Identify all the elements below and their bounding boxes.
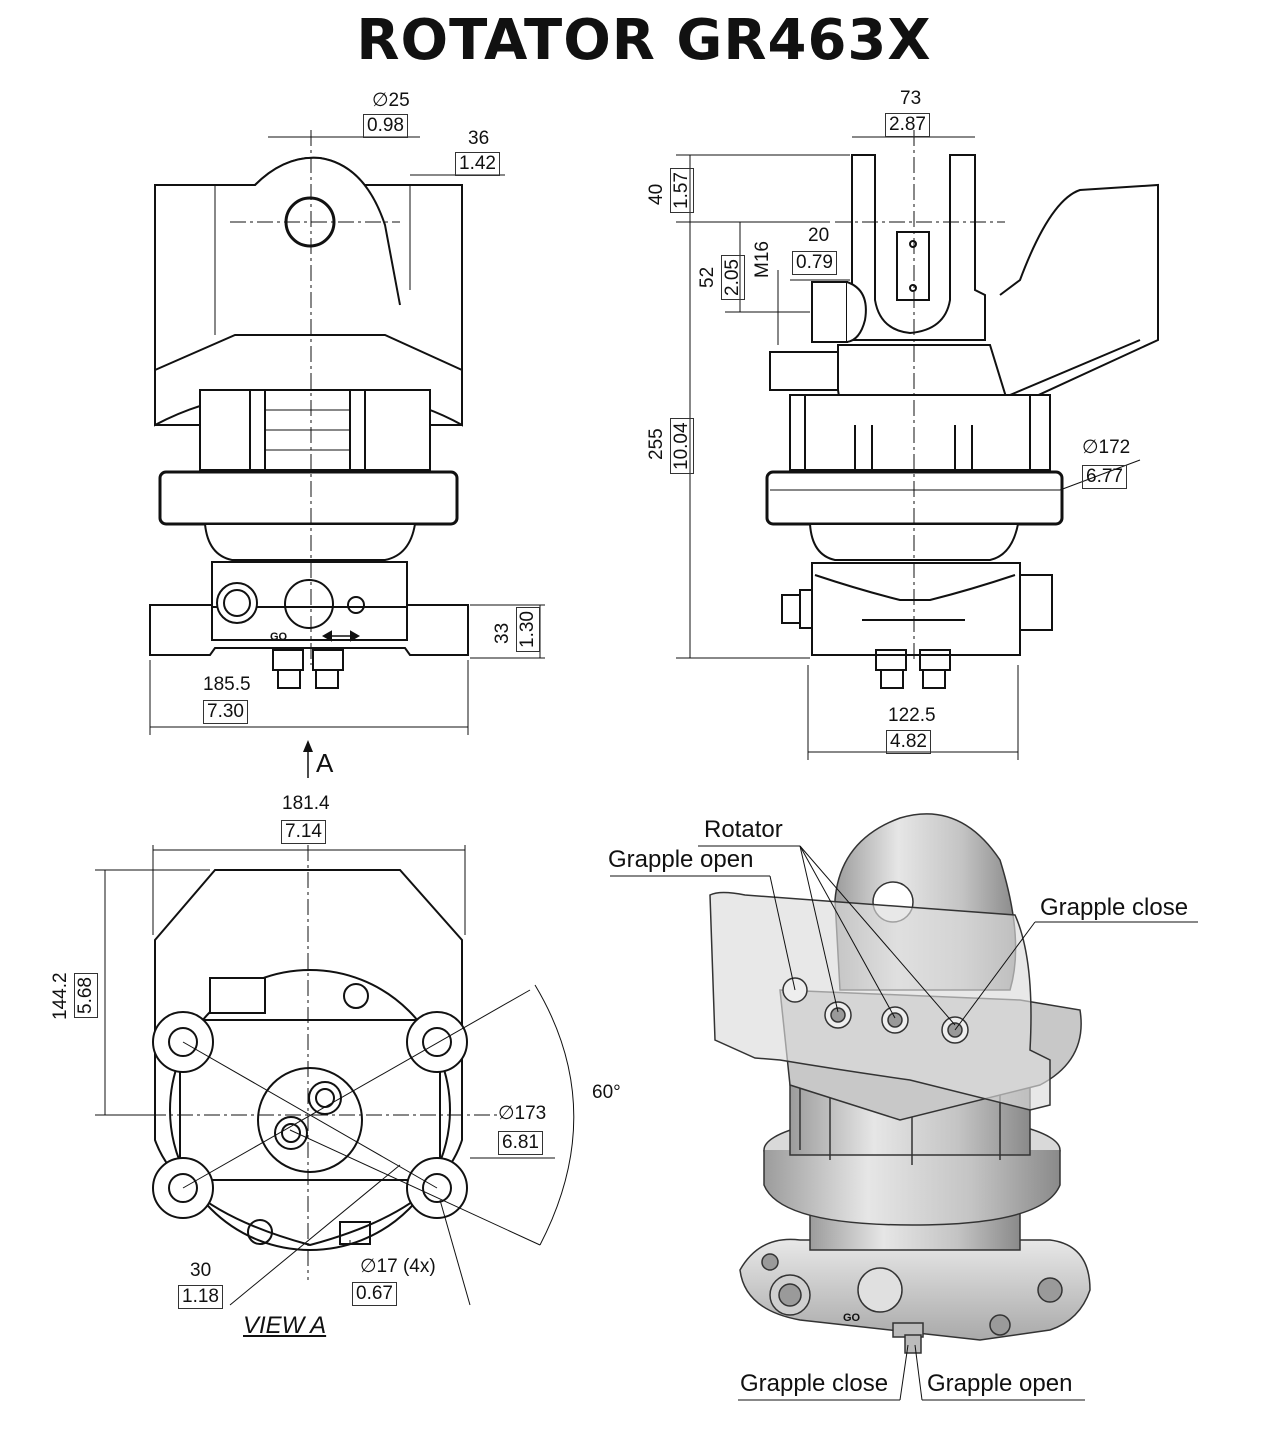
dim-17: ∅17 (4x) bbox=[360, 1256, 436, 1277]
dim-173-in: 6.81 bbox=[498, 1131, 543, 1155]
dim-255-in: 10.04 bbox=[670, 418, 694, 474]
dim-36-in: 1.42 bbox=[455, 152, 500, 176]
dim-185-in: 7.30 bbox=[203, 700, 248, 724]
port-label-rotator: Rotator bbox=[704, 816, 783, 843]
dim-181-in: 7.14 bbox=[281, 820, 326, 844]
dim-20: 20 bbox=[808, 225, 830, 246]
isometric-view bbox=[610, 813, 1198, 1401]
port-label-grapple-open-bottom: Grapple open bbox=[927, 1370, 1073, 1397]
dim-73: 73 bbox=[900, 88, 922, 109]
view-a bbox=[95, 845, 575, 1306]
dim-20-in: 0.79 bbox=[792, 251, 837, 275]
dim-33: 33 bbox=[492, 622, 513, 644]
port-label-grapple-close-bottom: Grapple close bbox=[740, 1370, 889, 1397]
dim-pin-diameter: ∅25 bbox=[372, 90, 410, 111]
dim-36: 36 bbox=[468, 128, 490, 149]
dim-185: 185.5 bbox=[203, 674, 251, 695]
view-a-arrow-label: A bbox=[316, 748, 334, 778]
drawing-title: ROTATOR GR463X bbox=[356, 8, 932, 73]
dim-73-in: 2.87 bbox=[885, 113, 930, 137]
dim-40-in: 1.57 bbox=[670, 168, 694, 213]
dim-173: ∅173 bbox=[498, 1103, 547, 1124]
dim-144: 144.2 bbox=[50, 972, 71, 1020]
view-a-caption: VIEW A bbox=[243, 1312, 327, 1339]
dim-122: 122.5 bbox=[888, 705, 936, 726]
go-marking: GO bbox=[270, 631, 288, 643]
dim-122-in: 4.82 bbox=[886, 730, 931, 754]
dim-172: ∅172 bbox=[1082, 437, 1131, 458]
thread-m16: M16 bbox=[752, 241, 773, 278]
side-view bbox=[676, 130, 1159, 760]
dim-33-in: 1.30 bbox=[516, 607, 540, 652]
dim-172-in: 6.77 bbox=[1082, 465, 1127, 489]
dim-181: 181.4 bbox=[282, 793, 330, 814]
dim-52: 52 bbox=[697, 266, 718, 288]
dim-pin-diameter-in: 0.98 bbox=[363, 114, 408, 138]
port-label-grapple-close-top: Grapple close bbox=[1040, 894, 1189, 921]
dim-30: 30 bbox=[190, 1260, 212, 1281]
dim-angle: 60° bbox=[592, 1082, 621, 1103]
dim-30-in: 1.18 bbox=[178, 1285, 223, 1309]
front-view bbox=[149, 130, 545, 735]
port-label-grapple-open-top: Grapple open bbox=[608, 846, 754, 873]
dim-17-in: 0.67 bbox=[352, 1282, 397, 1306]
go-marking-iso: GO bbox=[843, 1312, 861, 1324]
dim-40: 40 bbox=[646, 183, 667, 205]
dim-144-in: 5.68 bbox=[74, 973, 98, 1018]
dim-52-in: 2.05 bbox=[721, 255, 745, 300]
dim-255: 255 bbox=[646, 428, 667, 460]
